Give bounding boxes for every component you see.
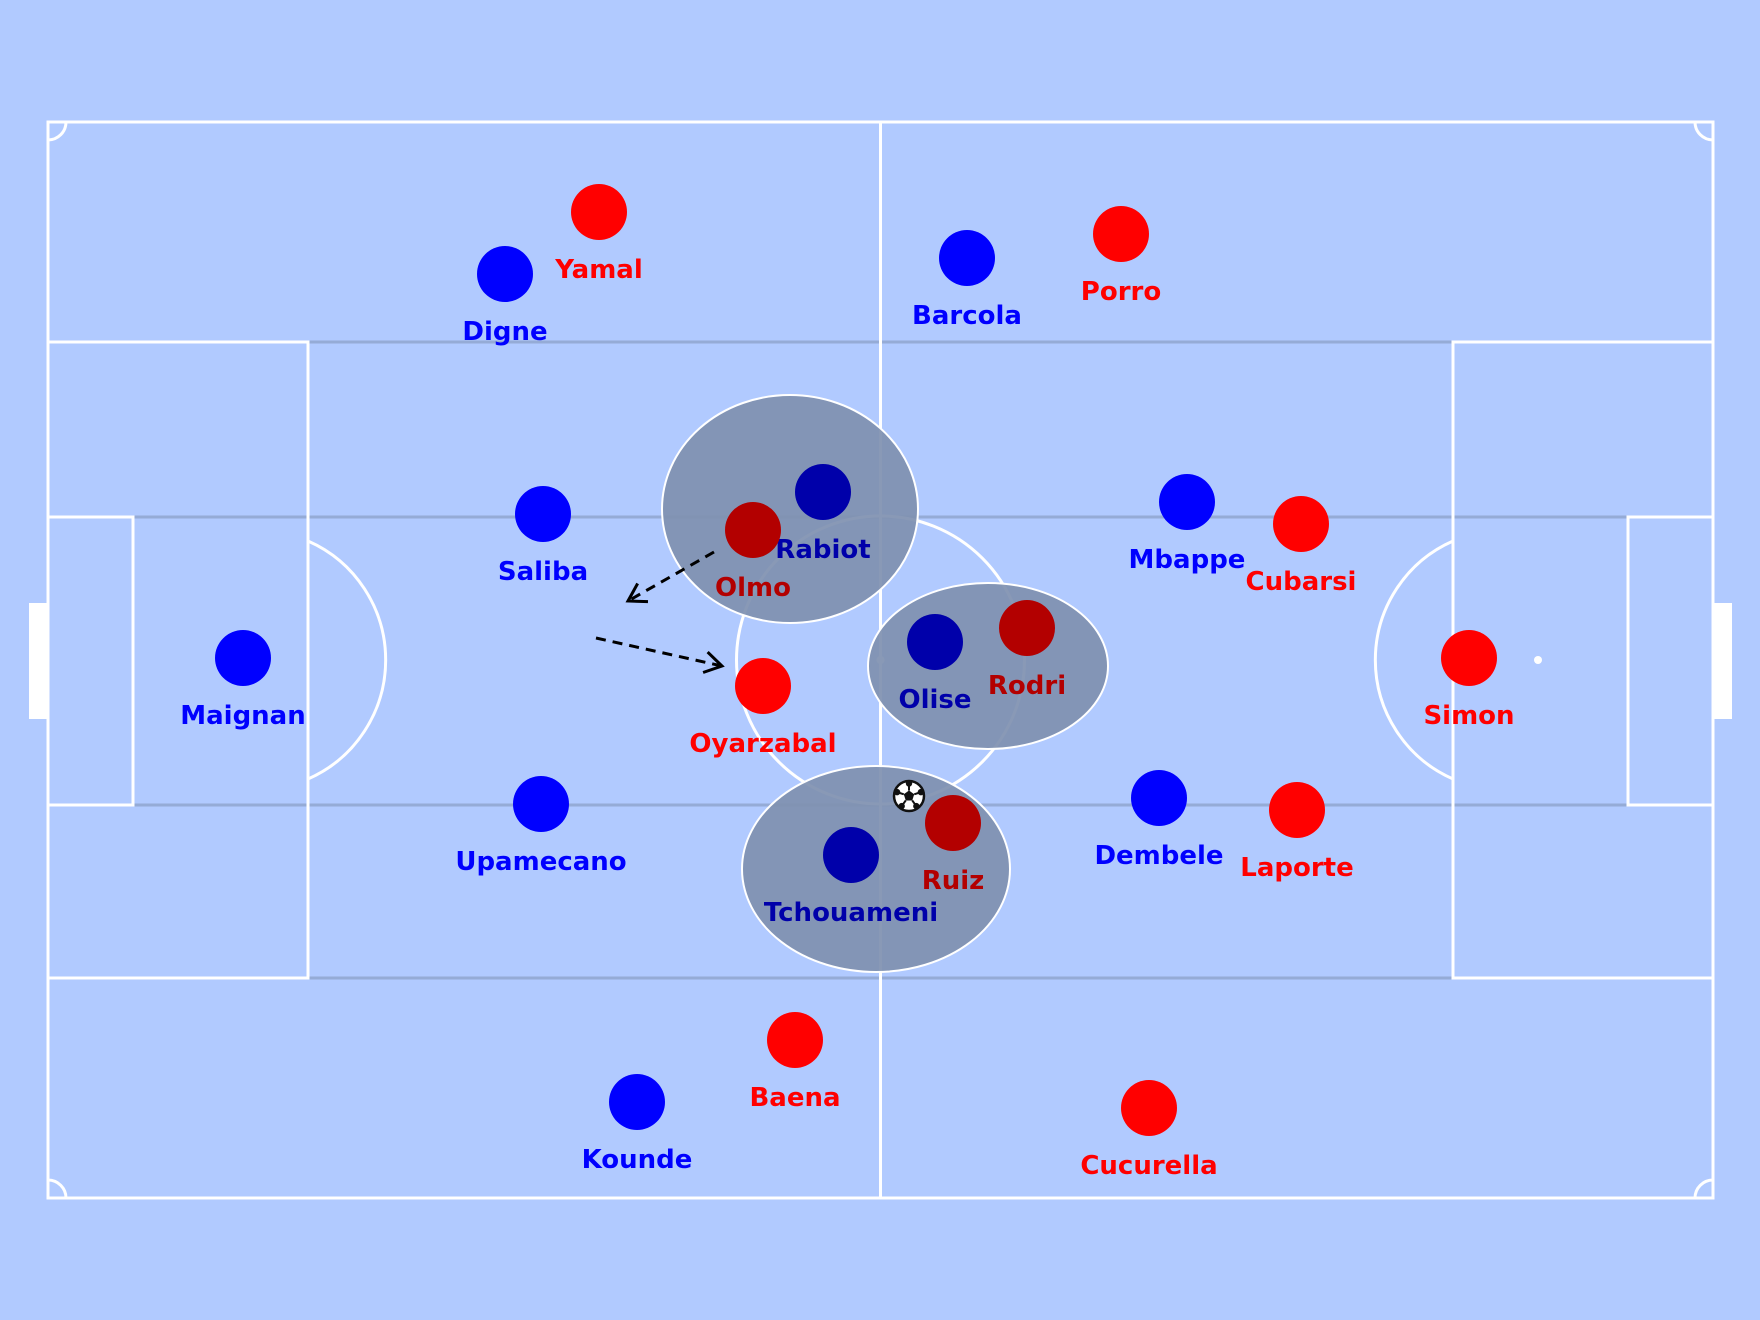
player-name-label: Saliba [498, 557, 588, 587]
player-name-label: Digne [462, 317, 547, 347]
player-marker [477, 246, 533, 302]
arrow-head [625, 582, 649, 604]
player-name-label: Barcola [912, 301, 1022, 331]
right-goal [1713, 603, 1732, 719]
arrow-head [702, 651, 725, 674]
right-penalty-spot [1534, 656, 1542, 664]
player-name-label: Dembele [1094, 841, 1223, 871]
player-marker [1093, 206, 1149, 262]
player-oyarzabal: Oyarzabal [689, 658, 837, 759]
player-yamal: Yamal [554, 184, 643, 285]
player-mbappe: Mbappe [1129, 474, 1246, 575]
corner-arc-br [1693, 1178, 1714, 1199]
player-saliba: Saliba [498, 486, 588, 587]
soccer-ball-icon [892, 779, 926, 813]
player-digne: Digne [462, 246, 548, 347]
corner-arc-tl [47, 121, 68, 142]
player-maignan: Maignan [180, 630, 306, 731]
player-olmo: Olmo [715, 502, 791, 603]
player-marker [725, 502, 781, 558]
player-olise: Olise [898, 614, 972, 715]
player-name-label: Rodri [988, 671, 1066, 701]
pressing-zone-zone-rabiot-olmo [661, 394, 919, 624]
player-name-label: Porro [1081, 277, 1161, 307]
player-ruiz: Ruiz [922, 795, 985, 896]
player-name-label: Maignan [180, 701, 306, 731]
player-name-label: Laporte [1240, 853, 1353, 883]
pass-arrows [595, 550, 725, 674]
player-baena: Baena [749, 1012, 841, 1113]
player-name-label: Mbappe [1129, 545, 1246, 575]
pressing-zone-zone-olise-rodri [867, 582, 1109, 750]
player-name-label: Simon [1423, 701, 1514, 731]
player-marker [735, 658, 791, 714]
player-name-label: Kounde [582, 1145, 693, 1175]
player-marker [1131, 770, 1187, 826]
player-name-label: Ruiz [922, 866, 985, 896]
player-barcola: Barcola [912, 230, 1022, 331]
player-rodri: Rodri [988, 600, 1066, 701]
player-name-label: Tchouameni [764, 898, 938, 928]
player-name-label: Cubarsi [1246, 567, 1357, 597]
player-porro: Porro [1081, 206, 1161, 307]
player-upamecano: Upamecano [455, 776, 627, 877]
player-name-label: Cucurella [1080, 1151, 1217, 1181]
left-penalty-arc [307, 539, 388, 781]
player-marker [215, 630, 271, 686]
arrow-to-oyarzabal [595, 636, 725, 674]
corner-arc-bl [47, 1178, 68, 1199]
player-cubarsi: Cubarsi [1246, 496, 1357, 597]
player-marker [925, 795, 981, 851]
player-cucurella: Cucurella [1080, 1080, 1218, 1181]
right-penalty-arc [1373, 539, 1454, 781]
player-rabiot: Rabiot [775, 464, 871, 565]
player-simon: Simon [1423, 630, 1515, 731]
player-marker [907, 614, 963, 670]
player-name-label: Yamal [554, 255, 643, 285]
player-marker [513, 776, 569, 832]
player-dembele: Dembele [1094, 770, 1224, 871]
player-marker [767, 1012, 823, 1068]
player-marker [999, 600, 1055, 656]
player-marker [1273, 496, 1329, 552]
player-marker [609, 1074, 665, 1130]
player-marker [1269, 782, 1325, 838]
corner-arc-tr [1693, 121, 1714, 142]
player-marker [823, 827, 879, 883]
player-name-label: Rabiot [775, 535, 870, 565]
player-name-label: Olise [898, 685, 971, 715]
player-marker [515, 486, 571, 542]
player-tchouameni: Tchouameni [764, 827, 938, 928]
player-marker [1441, 630, 1497, 686]
player-name-label: Upamecano [455, 847, 626, 877]
ball [892, 779, 926, 813]
player-marker [795, 464, 851, 520]
player-marker [939, 230, 995, 286]
player-marker [1121, 1080, 1177, 1136]
player-name-label: Olmo [715, 573, 791, 603]
player-laporte: Laporte [1240, 782, 1354, 883]
arrow-olmo-run [625, 550, 715, 604]
player-marker [571, 184, 627, 240]
player-name-label: Oyarzabal [689, 729, 836, 759]
player-name-label: Baena [749, 1083, 840, 1113]
arrow-shaft [595, 636, 723, 668]
left-goal [29, 603, 48, 719]
player-marker [1159, 474, 1215, 530]
player-kounde: Kounde [582, 1074, 693, 1175]
